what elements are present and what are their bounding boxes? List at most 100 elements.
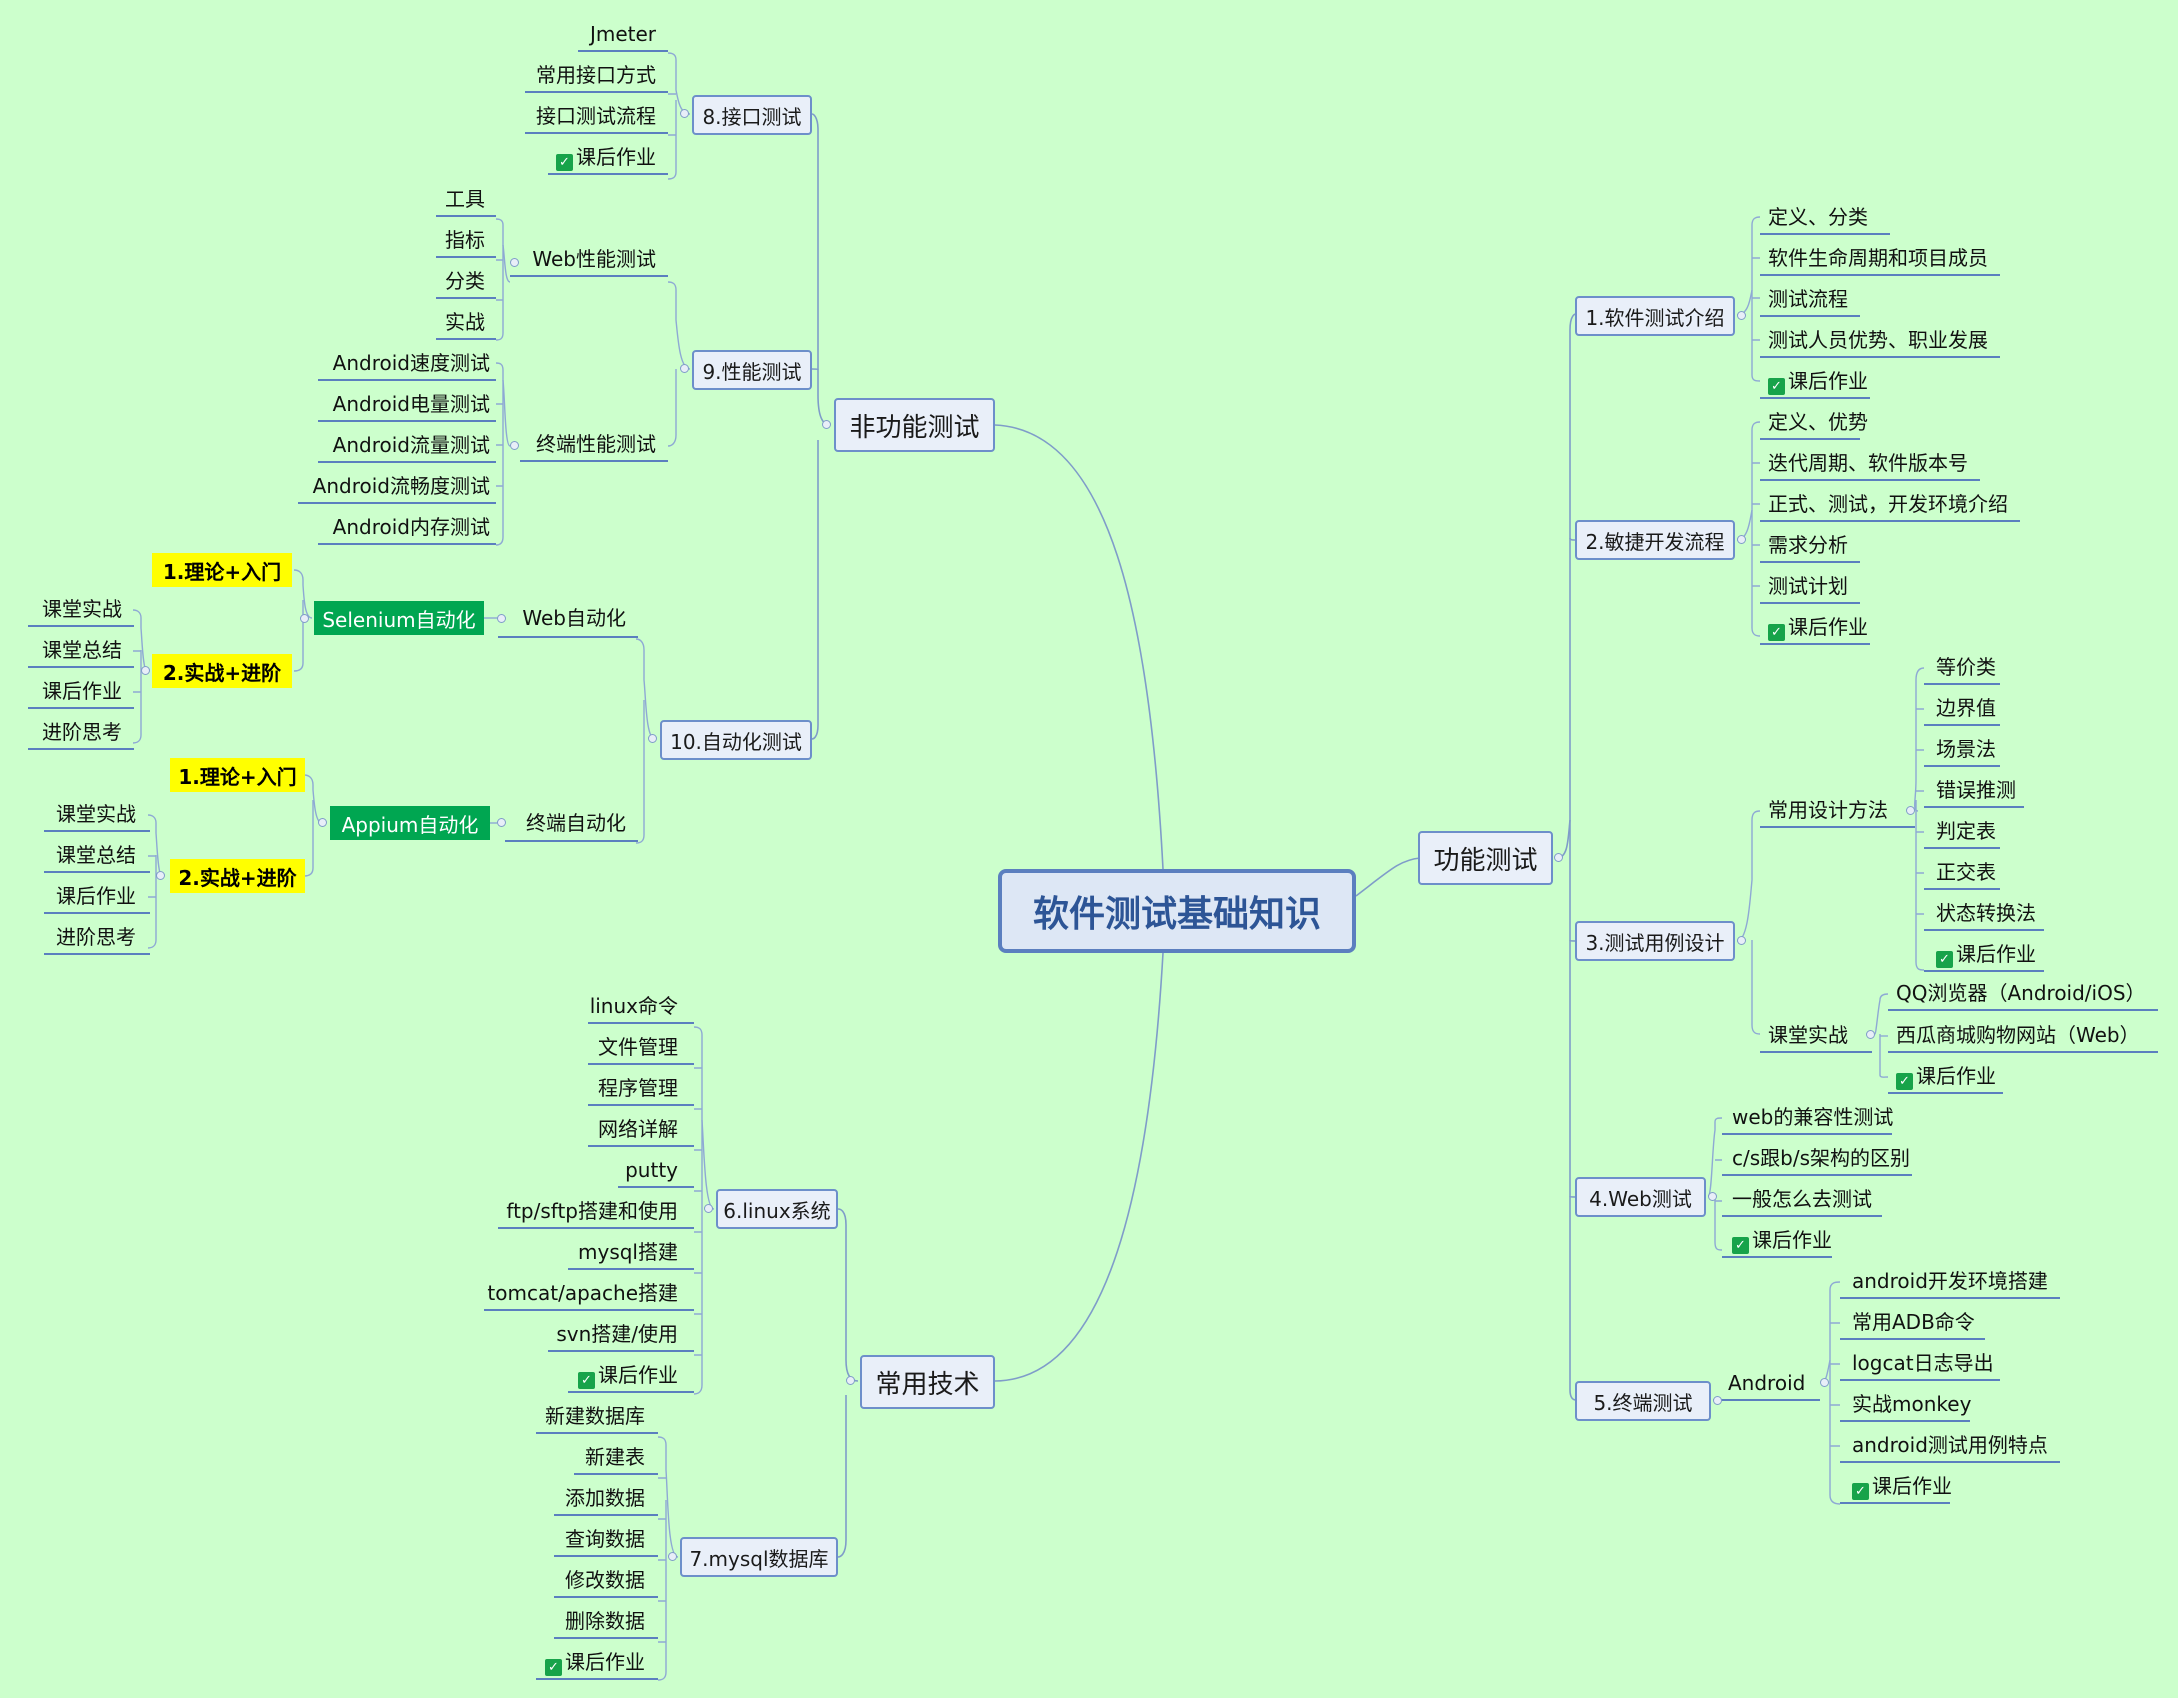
mysql-item[interactable]: 新建数据库 <box>545 1404 645 1428</box>
s8-homework[interactable]: ✓课后作业 <box>556 144 656 171</box>
practice-item[interactable]: 西瓜商城购物网站（Web） <box>1896 1023 2140 1047</box>
linux-item[interactable]: svn搭建/使用 <box>556 1322 678 1346</box>
collapse-toggle-icon[interactable] <box>648 734 657 743</box>
mysql-item[interactable]: 新建表 <box>585 1445 645 1469</box>
collapse-toggle-icon[interactable] <box>668 1552 677 1561</box>
collapse-toggle-icon[interactable] <box>822 420 831 429</box>
s4-item[interactable]: web的兼容性测试 <box>1732 1105 1894 1129</box>
linux-item[interactable]: 文件管理 <box>598 1035 678 1059</box>
s3-group-methods[interactable]: 常用设计方法 <box>1768 798 1888 822</box>
collapse-toggle-icon[interactable] <box>846 1376 855 1385</box>
android-item[interactable]: 实战monkey <box>1852 1392 1972 1416</box>
s8-item[interactable]: Jmeter <box>589 22 656 46</box>
term-perf-item[interactable]: Android电量测试 <box>332 392 490 416</box>
web-perf-item[interactable]: 指标 <box>445 228 485 252</box>
method-homework[interactable]: ✓课后作业 <box>1936 941 2036 968</box>
s9-group-terminal[interactable]: 终端性能测试 <box>536 432 656 456</box>
linux-item[interactable]: ftp/sftp搭建和使用 <box>506 1199 678 1223</box>
web-perf-item[interactable]: 工具 <box>445 187 485 211</box>
collapse-toggle-icon[interactable] <box>680 364 689 373</box>
linux-item[interactable]: linux命令 <box>589 994 678 1018</box>
s8-item[interactable]: 常用接口方式 <box>536 63 656 87</box>
mysql-item[interactable]: 添加数据 <box>565 1486 645 1510</box>
topic-s3[interactable]: 3.测试用例设计 <box>1575 921 1735 961</box>
mob-auto-item[interactable]: 课堂总结 <box>56 843 136 867</box>
s2-item[interactable]: 测试计划 <box>1768 574 1848 598</box>
collapse-toggle-icon[interactable] <box>510 441 519 450</box>
collapse-toggle-icon[interactable] <box>497 818 506 827</box>
method-item[interactable]: 边界值 <box>1936 696 1996 720</box>
s5-group-android[interactable]: Android <box>1728 1371 1806 1395</box>
s1-item[interactable]: 测试人员优势、职业发展 <box>1768 328 1988 352</box>
s4-item[interactable]: 一般怎么去测试 <box>1732 1187 1872 1211</box>
selenium-tag[interactable]: Selenium自动化 <box>314 601 484 635</box>
web-auto-item[interactable]: 课后作业 <box>42 679 122 703</box>
android-homework[interactable]: ✓课后作业 <box>1852 1473 1952 1500</box>
web-auto-item[interactable]: 进阶思考 <box>42 720 122 744</box>
collapse-toggle-icon[interactable] <box>704 1204 713 1213</box>
s3-group-practice[interactable]: 课堂实战 <box>1768 1023 1848 1047</box>
s4-homework[interactable]: ✓课后作业 <box>1732 1227 1832 1254</box>
collapse-toggle-icon[interactable] <box>510 258 519 267</box>
collapse-toggle-icon[interactable] <box>156 871 165 880</box>
method-item[interactable]: 正交表 <box>1936 860 1996 884</box>
method-item[interactable]: 判定表 <box>1936 819 1996 843</box>
method-item[interactable]: 错误推测 <box>1936 778 2016 802</box>
method-item[interactable]: 等价类 <box>1936 655 1996 679</box>
linux-item[interactable]: 程序管理 <box>598 1076 678 1100</box>
collapse-toggle-icon[interactable] <box>1737 936 1746 945</box>
topic-s1[interactable]: 1.软件测试介绍 <box>1575 296 1735 336</box>
linux-homework[interactable]: ✓课后作业 <box>578 1362 678 1389</box>
mysql-homework[interactable]: ✓课后作业 <box>545 1649 645 1676</box>
s2-item[interactable]: 定义、优势 <box>1768 410 1868 434</box>
linux-item[interactable]: putty <box>625 1158 678 1182</box>
topic-s4[interactable]: 4.Web测试 <box>1575 1177 1706 1217</box>
web-auto-item[interactable]: 课堂总结 <box>42 638 122 662</box>
web-automation[interactable]: Web自动化 <box>522 606 626 630</box>
mysql-item[interactable]: 查询数据 <box>565 1527 645 1551</box>
web-auto-item[interactable]: 课堂实战 <box>42 597 122 621</box>
mob-theory-tag[interactable]: 1.理论+入门 <box>170 758 305 792</box>
web-practice-tag[interactable]: 2.实战+进阶 <box>152 654 292 688</box>
practice-homework[interactable]: ✓课后作业 <box>1896 1063 1996 1090</box>
s1-homework[interactable]: ✓课后作业 <box>1768 368 1868 395</box>
s4-item[interactable]: c/s跟b/s架构的区别 <box>1732 1146 1911 1170</box>
web-theory-tag[interactable]: 1.理论+入门 <box>152 553 292 587</box>
collapse-toggle-icon[interactable] <box>497 614 506 623</box>
linux-item[interactable]: 网络详解 <box>598 1117 678 1141</box>
web-perf-item[interactable]: 实战 <box>445 310 485 334</box>
collapse-toggle-icon[interactable] <box>1820 1378 1829 1387</box>
linux-item[interactable]: mysql搭建 <box>578 1240 678 1264</box>
term-perf-item[interactable]: Android流量测试 <box>332 433 490 457</box>
collapse-toggle-icon[interactable] <box>1737 535 1746 544</box>
term-perf-item[interactable]: Android内存测试 <box>332 515 490 539</box>
practice-item[interactable]: QQ浏览器（Android/iOS） <box>1896 981 2146 1005</box>
topic-s6[interactable]: 6.linux系统 <box>716 1189 838 1229</box>
method-item[interactable]: 状态转换法 <box>1936 901 2036 925</box>
collapse-toggle-icon[interactable] <box>141 666 150 675</box>
topic-common-tech[interactable]: 常用技术 <box>860 1355 995 1409</box>
mob-auto-item[interactable]: 课堂实战 <box>56 802 136 826</box>
s8-item[interactable]: 接口测试流程 <box>536 104 656 128</box>
appium-tag[interactable]: Appium自动化 <box>330 806 490 840</box>
s1-item[interactable]: 测试流程 <box>1768 287 1848 311</box>
term-perf-item[interactable]: Android速度测试 <box>332 351 490 375</box>
mob-auto-item[interactable]: 进阶思考 <box>56 925 136 949</box>
web-perf-item[interactable]: 分类 <box>445 269 485 293</box>
collapse-toggle-icon[interactable] <box>1554 853 1563 862</box>
s9-group-web[interactable]: Web性能测试 <box>532 247 656 271</box>
topic-s10[interactable]: 10.自动化测试 <box>660 720 812 760</box>
collapse-toggle-icon[interactable] <box>1737 311 1746 320</box>
mysql-item[interactable]: 修改数据 <box>565 1568 645 1592</box>
topic-s5[interactable]: 5.终端测试 <box>1575 1381 1711 1421</box>
topic-s9[interactable]: 9.性能测试 <box>692 350 812 390</box>
s2-item[interactable]: 需求分析 <box>1768 533 1848 557</box>
topic-s7[interactable]: 7.mysql数据库 <box>680 1537 838 1577</box>
collapse-toggle-icon[interactable] <box>318 818 327 827</box>
s2-item[interactable]: 迭代周期、软件版本号 <box>1768 451 1968 475</box>
android-item[interactable]: android开发环境搭建 <box>1852 1269 2048 1293</box>
s1-item[interactable]: 定义、分类 <box>1768 205 1868 229</box>
root-topic[interactable]: 软件测试基础知识 <box>998 869 1356 953</box>
mysql-item[interactable]: 删除数据 <box>565 1609 645 1633</box>
s2-homework[interactable]: ✓课后作业 <box>1768 614 1868 641</box>
